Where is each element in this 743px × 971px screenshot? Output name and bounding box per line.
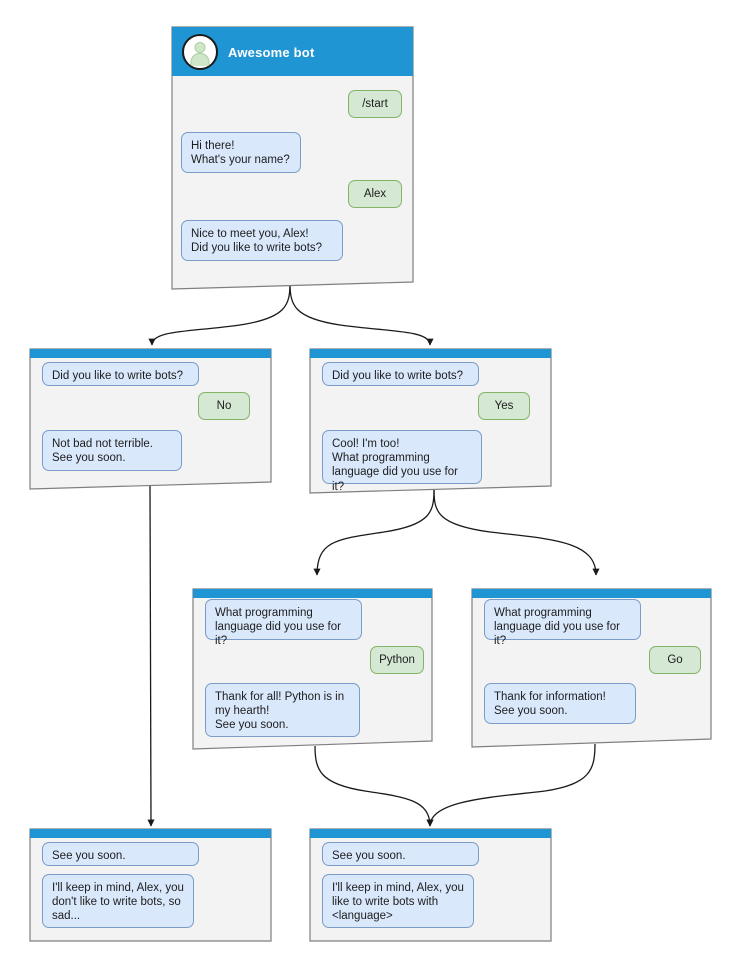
edge-yes-to-go	[433, 489, 600, 576]
message-bubble-user: Alex	[348, 180, 402, 208]
edge-root-to-yes	[289, 282, 434, 346]
edge-root-to-no	[148, 282, 291, 346]
message-bubble-user: Go	[649, 646, 701, 674]
message-bubble-bot: I'll keep in mind, Alex, you like to wri…	[322, 874, 474, 928]
message-bubble-user: No	[198, 392, 250, 420]
node-root-title: Awesome bot	[228, 44, 315, 60]
node-end-happy[interactable]: See you soon. I'll keep in mind, Alex, y…	[309, 828, 552, 942]
message-bubble-user: Yes	[478, 392, 530, 420]
node-end-sad[interactable]: See you soon. I'll keep in mind, Alex, y…	[29, 828, 272, 942]
message-bubble-user: Python	[370, 646, 424, 674]
message-bubble-bot: See you soon.	[42, 842, 199, 866]
message-bubble-bot: What programming language did you use fo…	[205, 599, 362, 647]
message-bubble-bot: Thank for all! Python is in my hearth! S…	[205, 683, 360, 737]
node-python-branch[interactable]: What programming language did you use fo…	[192, 588, 433, 750]
edge-yes-to-python	[313, 489, 435, 576]
message-bubble-user: /start	[348, 90, 402, 118]
message-bubble-bot: Hi there! What's your name?	[181, 132, 301, 173]
user-avatar-icon	[182, 34, 218, 70]
node-root-titlebar: Awesome bot	[182, 30, 407, 74]
node-no-branch[interactable]: Did you like to write bots? No Not bad n…	[29, 348, 272, 490]
message-bubble-bot: Thank for information! See you soon.	[484, 683, 636, 724]
edge-no-to-end-sad	[147, 485, 155, 827]
message-bubble-bot: Nice to meet you, Alex! Did you like to …	[181, 220, 343, 261]
message-bubble-bot: See you soon.	[322, 842, 479, 866]
message-bubble-bot: Not bad not terrible. See you soon.	[42, 430, 182, 471]
node-no-branch-chat: Did you like to write bots? No Not bad n…	[29, 348, 272, 490]
message-bubble-bot: Did you like to write bots?	[42, 362, 199, 386]
node-go-branch-chat: What programming language did you use fo…	[471, 588, 712, 748]
message-bubble-bot: Did you like to write bots?	[322, 362, 479, 386]
message-bubble-bot: What programming language did you use fo…	[484, 599, 641, 647]
edge-python-to-end-happy	[314, 745, 434, 827]
node-root[interactable]: Awesome bot /start Hi there! What's your…	[170, 25, 415, 290]
node-go-branch[interactable]: What programming language did you use fo…	[471, 588, 712, 748]
node-yes-branch-chat: Did you like to write bots? Yes Cool! I'…	[309, 348, 552, 494]
node-end-happy-chat: See you soon. I'll keep in mind, Alex, y…	[309, 828, 552, 942]
message-bubble-bot: I'll keep in mind, Alex, you don't like …	[42, 874, 194, 928]
edge-go-to-end-happy	[426, 743, 596, 827]
node-end-sad-chat: See you soon. I'll keep in mind, Alex, y…	[29, 828, 272, 942]
node-root-chat: /start Hi there! What's your name? Alex …	[170, 25, 415, 290]
message-bubble-bot: Cool! I'm too! What programming language…	[322, 430, 482, 493]
node-python-branch-chat: What programming language did you use fo…	[192, 588, 433, 750]
node-yes-branch[interactable]: Did you like to write bots? Yes Cool! I'…	[309, 348, 552, 494]
